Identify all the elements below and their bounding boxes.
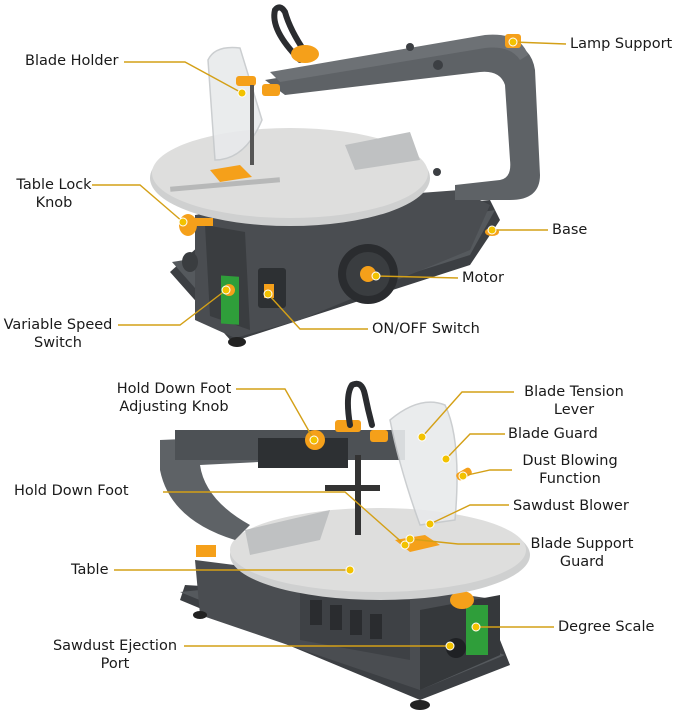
leader-motor (375, 275, 459, 279)
label-variable-speed-switch: Variable Speed Switch (3, 317, 113, 351)
leader-blade-support-guard (409, 538, 520, 545)
leader-lamp-support-dot (508, 37, 518, 47)
leader-on-off-switch-dot (263, 289, 273, 299)
label-hold-down-foot: Hold Down Foot (14, 483, 129, 499)
label-table: Table (71, 562, 109, 578)
leader-table-lock-knob-dot (178, 217, 188, 227)
leader-blade-tension-lever (421, 391, 514, 438)
label-dust-blowing-function: Dust Blowing Function (522, 453, 618, 487)
leader-on-off-switch (267, 293, 368, 330)
leader-sawdust-blower-dot (425, 519, 435, 529)
top-scroll-saw-illustration (150, 4, 540, 347)
leader-dust-blowing (462, 469, 512, 477)
leader-table-lock-knob (92, 184, 184, 223)
label-degree-scale: Degree Scale (558, 619, 655, 635)
leader-hold-down-foot-dot (400, 540, 410, 550)
leader-blade-holder (124, 61, 243, 94)
leader-blade-holder-dot (237, 88, 247, 98)
leader-blade-guard-dot (441, 454, 451, 464)
label-blade-tension-lever: Blade Tension Lever (524, 384, 624, 418)
label-blade-holder: Blade Holder (25, 53, 119, 69)
label-blade-guard: Blade Guard (508, 426, 598, 442)
leader-hold-down-foot-knob (236, 388, 315, 441)
leader-hold-down-foot-knob-dot (309, 435, 319, 445)
label-on-off-switch: ON/OFF Switch (372, 321, 480, 337)
leader-blade-tension-lever-dot (417, 432, 427, 442)
leader-degree-scale-dot (471, 622, 481, 632)
leader-base-dot (487, 225, 497, 235)
leader-table-dot (345, 565, 355, 575)
leader-sawdust-blower (429, 504, 509, 525)
leader-hold-down-foot (163, 491, 406, 546)
label-hold-down-foot-adjusting-knob: Hold Down Foot Adjusting Knob (116, 381, 232, 415)
leader-variable-speed (118, 289, 227, 326)
label-blade-support-guard: Blade Support Guard (530, 536, 634, 570)
leader-blade-guard (445, 433, 505, 460)
leader-dust-blowing-dot (458, 471, 468, 481)
leader-blade-support-guard-dot (405, 534, 415, 544)
leader-lamp-support (512, 41, 567, 45)
label-base: Base (552, 222, 588, 238)
bottom-scroll-saw-illustration (160, 380, 530, 710)
label-sawdust-ejection-port: Sawdust Ejection Port (52, 638, 178, 672)
callout-leaders (92, 37, 567, 651)
label-lamp-support: Lamp Support (570, 36, 673, 52)
label-sawdust-blower: Sawdust Blower (513, 498, 629, 514)
leader-sawdust-ejection-dot (445, 641, 455, 651)
label-table-lock-knob: Table Lock Knob (16, 177, 92, 211)
label-motor: Motor (462, 270, 504, 286)
leader-variable-speed-dot (221, 285, 231, 295)
leader-motor-dot (371, 271, 381, 281)
